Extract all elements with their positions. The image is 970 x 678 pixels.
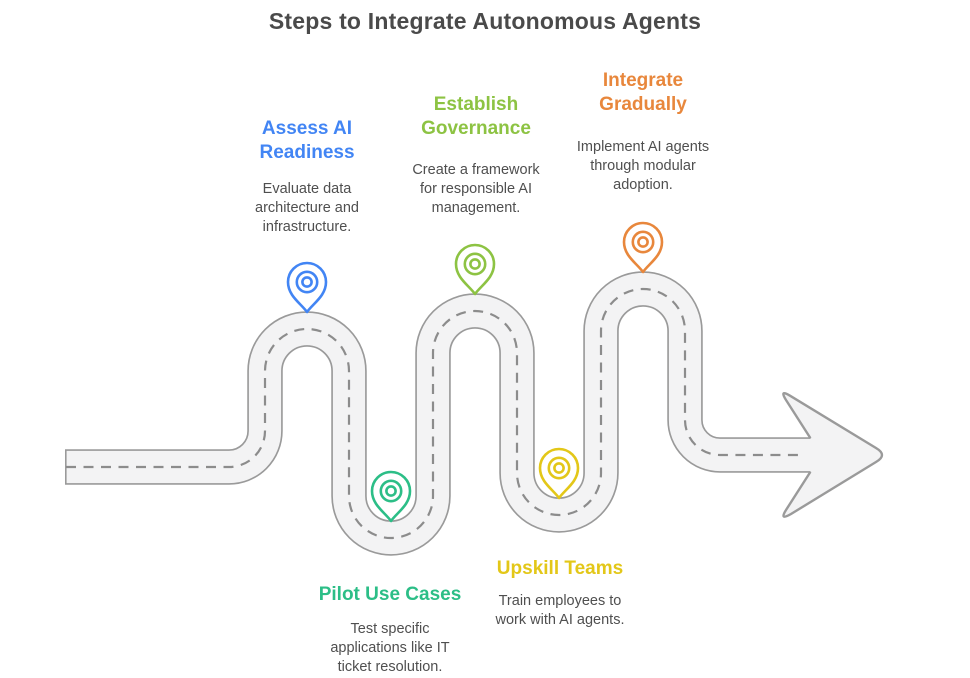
step-description: Test specific applications like IT ticke… [330, 620, 450, 676]
location-pin-icon-integrate [622, 221, 664, 274]
pin-ring-outer [379, 479, 403, 503]
step-description: Implement AI agents through modular adop… [576, 138, 710, 194]
step-description: Create a framework for responsible AI ma… [412, 161, 540, 217]
pin-ring-inner [469, 258, 481, 270]
pin-ring-inner [385, 485, 397, 497]
step-integrate-gradually: Integrate Gradually Implement AI agents … [577, 69, 709, 195]
step-establish-governance: Establish Governance Create a framework … [412, 93, 539, 218]
pin-ring-inner [553, 462, 565, 474]
arrow-head-outline [782, 391, 884, 518]
pin-ring-outer [631, 230, 655, 254]
arrow-head [783, 393, 882, 517]
step-label: Pilot Use Cases [318, 584, 462, 605]
location-pin-icon-pilot [370, 470, 412, 523]
road-surface [66, 272, 812, 555]
step-label: Establish Governance [421, 94, 531, 139]
step-label: Assess AI Readiness [259, 118, 355, 163]
step-label: Upskill Teams [496, 558, 624, 579]
location-pin-icon-governance [454, 243, 496, 296]
pin-ring-outer [295, 270, 319, 294]
road-center-dashes [66, 287, 801, 540]
page-title: Steps to Integrate Autonomous Agents [268, 8, 702, 34]
step-label: Integrate Gradually [599, 70, 687, 115]
step-upskill-teams: Upskill Teams Train employees to work wi… [496, 557, 625, 630]
step-pilot-use-cases: Pilot Use Cases Test specific applicatio… [319, 583, 462, 677]
location-pin-icon-upskill [538, 447, 580, 500]
pin-ring-inner [301, 276, 313, 288]
pin-ring-outer [547, 456, 571, 480]
pin-ring-inner [637, 236, 649, 248]
step-description: Train employees to work with AI agents. [495, 592, 625, 629]
step-assess-ai-readiness: Assess AI Readiness Evaluate data archit… [255, 117, 359, 237]
location-pin-icon-assess [286, 261, 328, 314]
pin-ring-outer [463, 252, 487, 276]
step-description: Evaluate data architecture and infrastru… [255, 180, 359, 236]
